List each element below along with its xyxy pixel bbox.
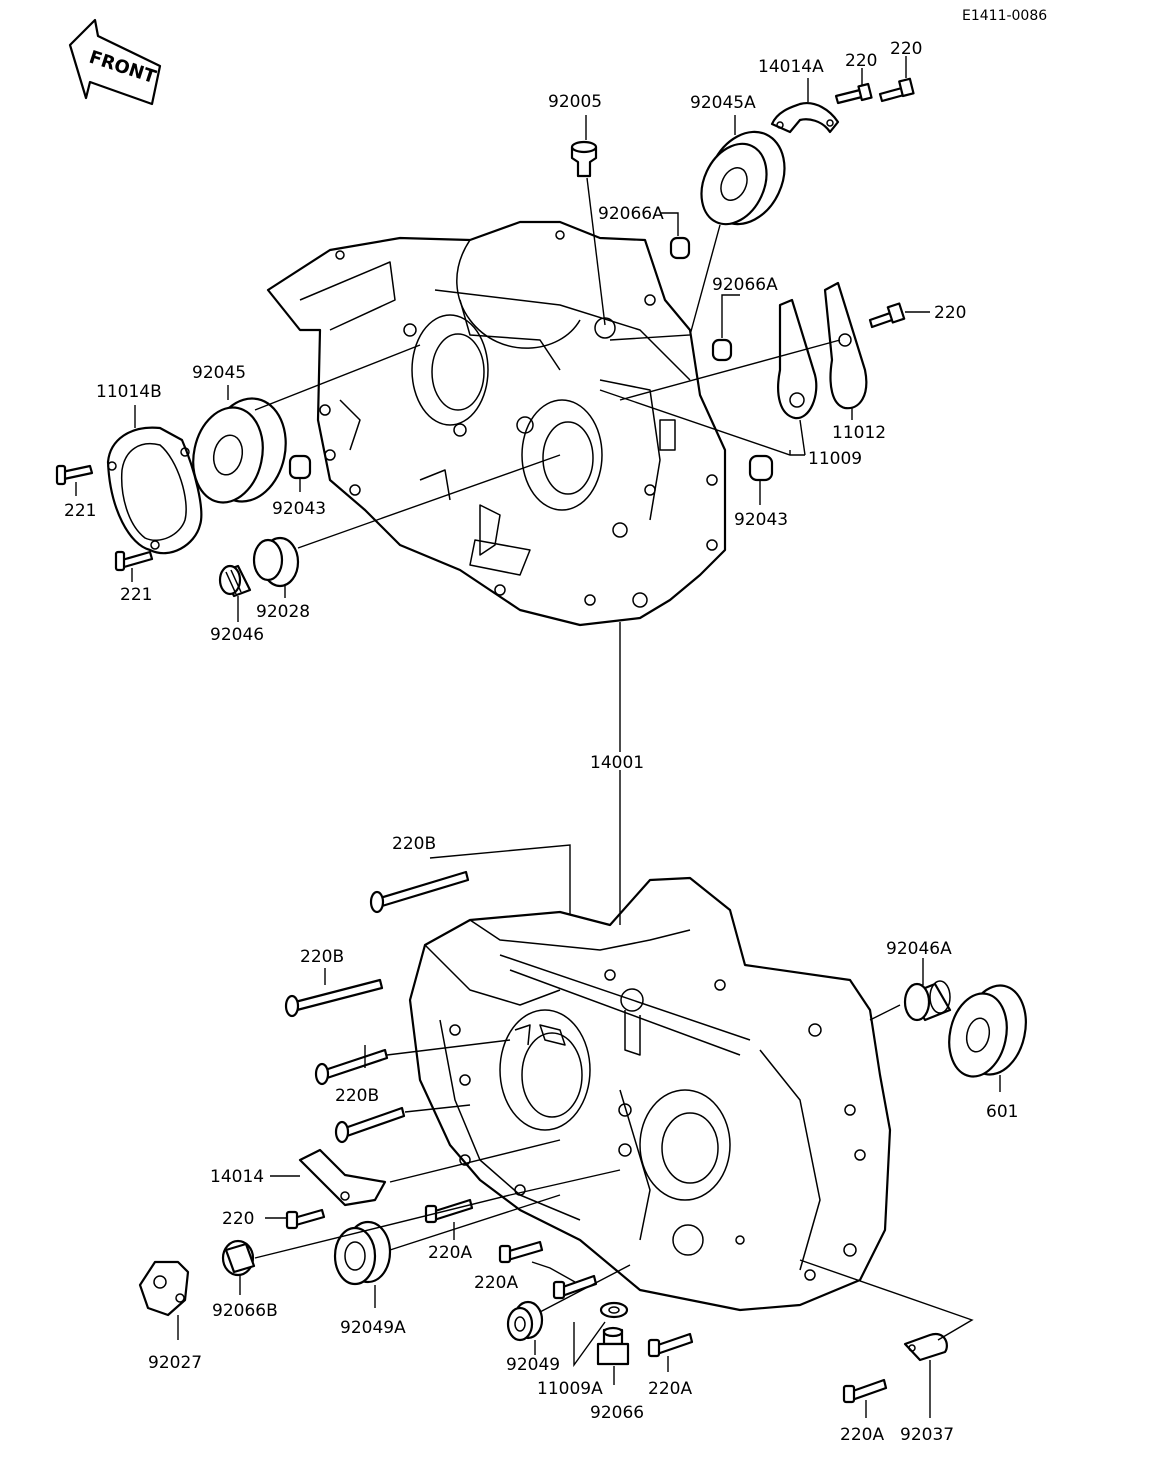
part-92045-bearing[interactable] [185,391,295,509]
part-92037-clamp[interactable] [903,1332,948,1362]
part-220B-bolt-1[interactable] [369,870,470,914]
label-220A-4: 220A [840,1425,884,1445]
part-92066B-plug[interactable] [221,1239,256,1277]
part-220-bolt-lower[interactable] [285,1208,326,1230]
part-92046A-needle-bearing[interactable] [903,980,952,1022]
part-labels: 92005 14014A 220 220 92045A 92066A 92066… [64,39,1018,1445]
label-92066B: 92066B [212,1301,278,1321]
label-92066A-1: 92066A [598,204,664,224]
part-92049A-oil-seal[interactable] [333,1220,392,1286]
label-11012: 11012 [832,423,886,443]
lower-crankcase [408,876,892,1312]
part-601-bearing[interactable] [942,980,1034,1082]
label-14001: 14001 [590,753,644,773]
part-220A-bolt-1[interactable] [424,1198,474,1224]
part-92045A-bearing[interactable] [689,119,799,236]
part-92046-needle-bearing[interactable] [218,564,252,598]
label-220-right: 220 [934,303,966,323]
part-11014B-cover[interactable] [106,426,203,555]
label-14014: 14014 [210,1167,264,1187]
label-11009A: 11009A [537,1379,603,1399]
label-221-a: 221 [64,501,96,521]
label-220-top-1: 220 [845,51,877,71]
label-220B-3: 220B [335,1086,379,1106]
part-11012-plate[interactable] [823,281,868,410]
label-92043-left: 92043 [272,499,326,519]
label-92043-right: 92043 [734,510,788,530]
label-92028: 92028 [256,602,310,622]
part-92043-dowel-right[interactable] [748,454,774,482]
part-92066-drain-plug[interactable] [596,1326,630,1366]
label-92049: 92049 [506,1355,560,1375]
part-92043-dowel-left[interactable] [288,454,312,480]
part-220A-bolt-4[interactable] [647,1332,694,1358]
label-92045: 92045 [192,363,246,383]
label-92005: 92005 [548,92,602,112]
part-221-screw-b[interactable] [114,550,154,572]
label-11009: 11009 [808,449,862,469]
leader-lines [75,56,1001,1418]
part-14014A-clamp[interactable] [770,102,840,134]
part-220-bolt-top-2[interactable] [878,77,915,103]
label-220A-2: 220A [474,1273,518,1293]
part-11009A-washer[interactable] [599,1301,629,1319]
part-221-screw-a[interactable] [55,464,94,486]
reference-code: E1411-0086 [962,8,1047,24]
part-220A-bolt-2[interactable] [498,1240,544,1264]
label-92066A-2: 92066A [712,275,778,295]
part-220B-bolt-2[interactable] [284,978,384,1018]
label-220A-3: 220A [648,1379,692,1399]
upper-crankcase [266,220,727,627]
part-92027-housing[interactable] [138,1260,190,1317]
part-11009-plate[interactable] [777,298,818,420]
front-arrow-icon: FRONT [68,18,162,106]
label-11014B: 11014B [96,382,162,402]
part-92049-oil-seal[interactable] [506,1300,544,1342]
label-220-top-2: 220 [890,39,922,59]
part-220B-bolt-4[interactable] [334,1106,406,1144]
part-14014-clamp[interactable] [298,1148,387,1207]
label-14014A: 14014A [758,57,824,77]
label-92046: 92046 [210,625,264,645]
label-92045A: 92045A [690,93,756,113]
label-92046A: 92046A [886,939,952,959]
part-220A-bolt-3[interactable] [552,1274,598,1300]
part-220-bolt-top-1[interactable] [834,82,873,105]
part-92028-spacer[interactable] [252,536,300,588]
part-220A-bolt-5[interactable] [842,1378,888,1404]
label-92049A: 92049A [340,1318,406,1338]
part-220B-bolt-3[interactable] [314,1048,389,1086]
label-220B-2: 220B [300,947,344,967]
part-92005-fitting[interactable] [570,140,598,178]
part-92066A-dowel-2[interactable] [711,338,733,362]
label-601: 601 [986,1102,1018,1122]
label-220A-1: 220A [428,1243,472,1263]
label-92037: 92037 [900,1425,954,1445]
label-220B-1: 220B [392,834,436,854]
label-220-lower: 220 [222,1209,254,1229]
label-92066: 92066 [590,1403,644,1423]
label-221-b: 221 [120,585,152,605]
part-92066A-dowel-1[interactable] [669,236,691,260]
part-220-bolt-right[interactable] [868,302,906,329]
label-92027: 92027 [148,1353,202,1373]
